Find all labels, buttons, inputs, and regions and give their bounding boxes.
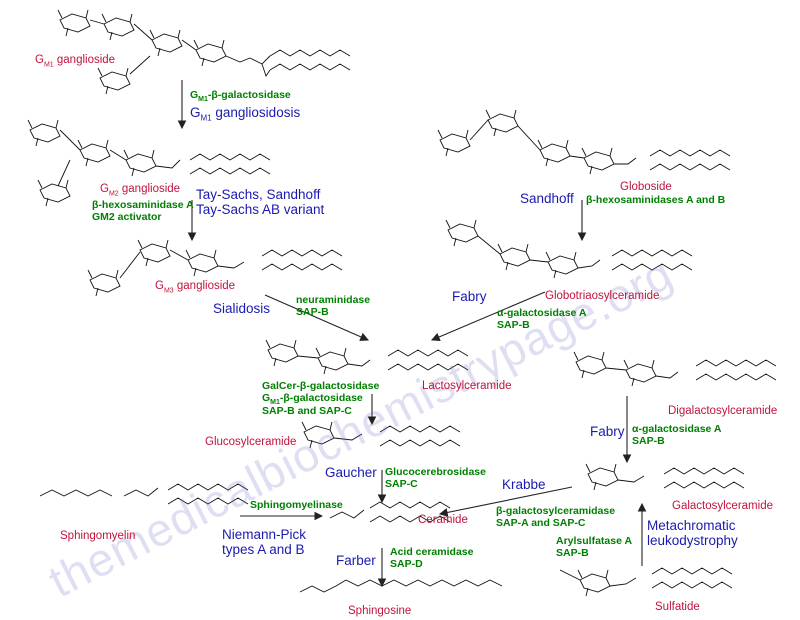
reaction-arrows — [177, 80, 647, 588]
glucosylceramide-structure — [301, 421, 461, 449]
disease-fabry-2: Fabry — [590, 424, 625, 439]
galactosylceramide-structure — [585, 463, 745, 491]
compound-globoside: Globoside — [620, 181, 672, 193]
compound-glucosylceramide: Glucosylceramide — [205, 436, 297, 448]
compound-galactosylceramide: Galactosylceramide — [672, 500, 773, 512]
disease-sialidosis: Sialidosis — [213, 301, 271, 316]
disease-gaucher: Gaucher — [325, 465, 377, 480]
enzyme-sphingomyelinase: Sphingomyelinase — [250, 499, 343, 511]
enzyme-hexosaminidases-a-b: β-hexosaminidases A and B — [586, 194, 726, 206]
disease-krabbe: Krabbe — [502, 477, 546, 492]
ceramide-structure — [329, 501, 451, 523]
compound-gm1: GM1 ganglioside — [35, 54, 116, 69]
gm3-structure — [87, 239, 343, 297]
gm2-structure — [27, 119, 271, 207]
globoside-structure — [437, 109, 731, 175]
sphingomyelin-structure — [39, 483, 249, 505]
compound-sphingomyelin: Sphingomyelin — [60, 530, 136, 542]
gm1-structure — [57, 9, 351, 95]
lactosylceramide-structure — [265, 339, 469, 375]
sulfatide-structure — [559, 567, 733, 597]
compound-sulfatide: Sulfatide — [655, 601, 700, 613]
compound-gm3: GM3 ganglioside — [155, 280, 236, 295]
enzyme-gm1-beta-galactosidase: GM1-β-galactosidase — [190, 89, 291, 104]
enzyme-lactosylceramide-galactosidases: GalCer-β-galactosidase GM1-β-galactosida… — [262, 380, 380, 418]
compound-sphingosine: Sphingosine — [348, 605, 412, 617]
disease-gm1-gangliosidosis: GM1 gangliosidosis — [190, 105, 301, 123]
disease-fabry-1: Fabry — [452, 289, 487, 304]
disease-sandhoff: Sandhoff — [520, 191, 574, 206]
compound-lactosylceramide: Lactosylceramide — [422, 380, 512, 392]
compound-ceramide: Ceramide — [418, 514, 468, 526]
sphingosine-structure — [299, 579, 503, 593]
digalactosylceramide-structure — [573, 351, 777, 387]
compound-digalactosylceramide: Digalactosylceramide — [668, 405, 778, 417]
globotriaosylceramide-structure — [445, 219, 693, 279]
disease-farber: Farber — [336, 553, 376, 568]
compound-gm2: GM2 ganglioside — [100, 183, 181, 198]
compound-globotriaosylceramide: Globotriaosylceramide — [545, 290, 660, 302]
